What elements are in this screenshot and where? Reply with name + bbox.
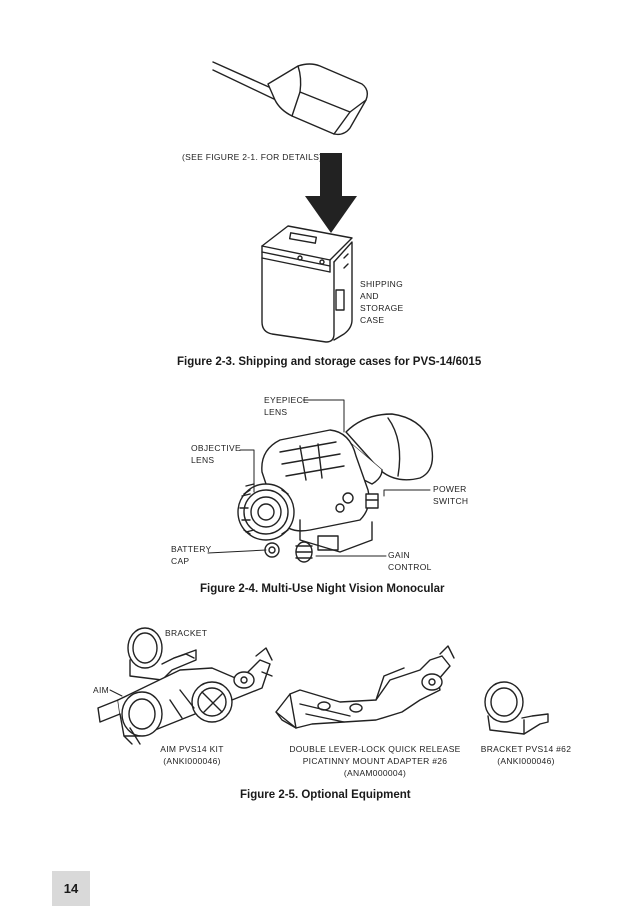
aim-label: AIM bbox=[93, 685, 110, 695]
objective-lens-label-line-2: LENS bbox=[191, 455, 215, 465]
hard-storage-case-illustration bbox=[261, 225, 353, 343]
figure-2-4-leader-lines bbox=[207, 399, 431, 557]
picatinny-mount-adapter-illustration bbox=[275, 645, 455, 729]
page-number: 14 bbox=[52, 871, 90, 906]
aim-kit-label-line-2: (ANKI000046) bbox=[163, 756, 221, 766]
aim-kit-label-line-1: AIM PVS14 KIT bbox=[160, 744, 224, 754]
night-vision-monocular-illustration bbox=[237, 413, 434, 563]
battery-cap-label-line-2: CAP bbox=[171, 556, 190, 566]
bracket-62-label-line-1: BRACKET PVS14 #62 bbox=[480, 744, 572, 754]
bracket-62-illustration bbox=[484, 681, 549, 735]
bracket-illustration-left bbox=[127, 627, 197, 681]
power-switch-label-line-1: POWER bbox=[433, 484, 467, 494]
adapter-label-line-2: PICATINNY MOUNT ADAPTER #26 bbox=[302, 756, 448, 766]
gain-control-label-line-1: GAIN bbox=[388, 550, 410, 560]
objective-lens-label-line-1: OBJECTIVE bbox=[191, 443, 241, 453]
eyepiece-lens-label-line-1: EYEPIECE bbox=[264, 395, 309, 405]
figure-2-3-caption: Figure 2-3. Shipping and storage cases f… bbox=[177, 356, 482, 368]
gain-control-label-line-2: CONTROL bbox=[388, 562, 432, 572]
adapter-label-line-1: DOUBLE LEVER-LOCK QUICK RELEASE bbox=[289, 744, 461, 754]
shipping-case-label-line-4: CASE bbox=[360, 315, 385, 325]
see-figure-note: (SEE FIGURE 2-1. FOR DETAILS) bbox=[182, 152, 323, 162]
adapter-label-line-3: (ANAM000004) bbox=[343, 768, 407, 778]
figure-2-4-caption: Figure 2-4. Multi-Use Night Vision Monoc… bbox=[200, 583, 445, 595]
down-arrow-icon bbox=[305, 153, 357, 233]
aim-kit-illustration bbox=[97, 647, 273, 745]
soft-carrying-case-illustration bbox=[212, 61, 369, 136]
eyepiece-lens-label-line-2: LENS bbox=[264, 407, 288, 417]
figure-2-5-caption: Figure 2-5. Optional Equipment bbox=[240, 789, 411, 801]
shipping-case-label-line-2: AND bbox=[360, 291, 379, 301]
power-switch-label-line-2: SWITCH bbox=[433, 496, 469, 506]
bracket-62-label-line-2: (ANKI000046) bbox=[497, 756, 555, 766]
figure-2-5-leader-lines bbox=[109, 689, 123, 697]
bracket-label: BRACKET bbox=[165, 628, 208, 638]
shipping-case-label-line-3: STORAGE bbox=[360, 303, 404, 313]
shipping-case-label-line-1: SHIPPING bbox=[360, 279, 404, 289]
battery-cap-label-line-1: BATTERY bbox=[171, 544, 212, 554]
